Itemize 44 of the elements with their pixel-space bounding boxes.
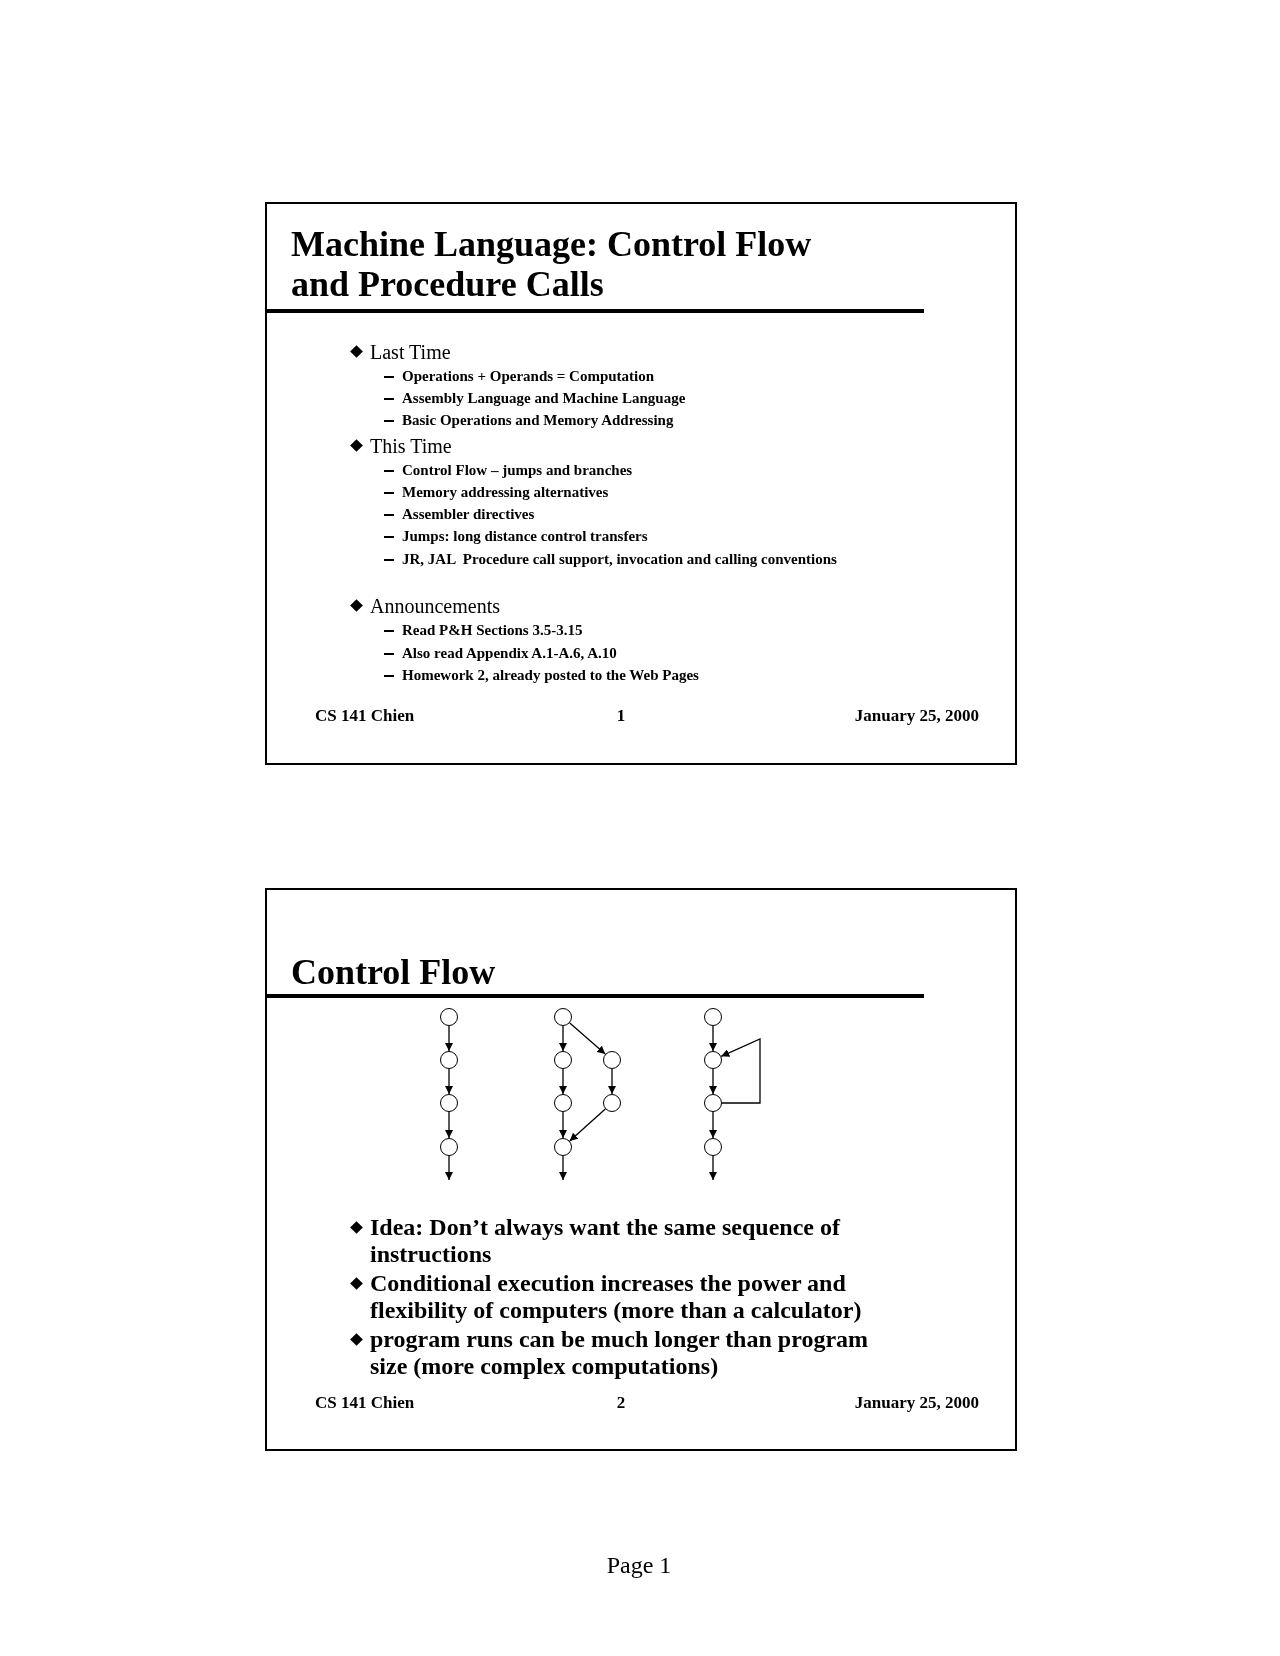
bullet-heading: This Time [370,434,452,458]
sub-item: JR, JAL Procedure call support, invocation and calling conventions [402,550,837,568]
arrow [608,1068,616,1095]
bullet-item: program runs can be much longer than program size (more complex computations) [370,1326,870,1380]
sub-item: Assembly Language and Machine Language [402,389,686,407]
sub-item: Assembler directives [402,505,535,523]
bullet-heading: Announcements [370,594,500,618]
footer-text: January 25, 2000 [854,1393,979,1413]
sub-item: Read P&H Sections 3.5-3.15 [402,621,583,639]
slide-frame [265,202,1017,765]
arrow [559,1111,567,1139]
footer-text: CS 141 Chien [315,706,415,726]
arrow [569,1108,606,1142]
sub-item: Operations + Operands = Computation [402,367,655,385]
page-number: Page 1 [606,1551,672,1579]
sub-item: Basic Operations and Memory Addressing [402,411,674,429]
bullet-item: Conditional execution increases the power and flexibility of computers (more than a calculator) [370,1270,863,1324]
sub-item: Control Flow – jumps and branches [402,461,633,479]
footer-text: January 25, 2000 [854,706,979,726]
footer-text: 2 [616,1393,626,1413]
footer-text: 1 [616,706,626,726]
arrow [445,1068,453,1095]
sub-item: Jumps: long distance control transfers [402,527,648,545]
bullet-item: Idea: Don’t always want the same sequence of instructions [370,1214,842,1268]
arrow [445,1025,453,1052]
sub-item: Also read Appendix A.1-A.6, A.10 [402,644,617,662]
arrow [569,1022,606,1055]
arrow [709,1155,717,1181]
slide-frame [265,888,1017,1451]
arrow [559,1155,567,1181]
arrow [709,1111,717,1139]
footer-text: CS 141 Chien [315,1393,415,1413]
arrow [559,1068,567,1095]
arrow [445,1111,453,1139]
arrow [720,1038,761,1104]
arrow [709,1025,717,1052]
arrow [445,1155,453,1181]
sub-item: Memory addressing alternatives [402,483,609,501]
arrow [559,1025,567,1052]
arrow [709,1068,717,1095]
bullet-heading: Last Time [370,340,451,364]
slide-title: Control Flow [291,952,497,992]
slide-title: Machine Language: Control Flow and Procedure Calls [291,224,813,304]
sub-item: Homework 2, already posted to the Web Pages [402,666,699,684]
